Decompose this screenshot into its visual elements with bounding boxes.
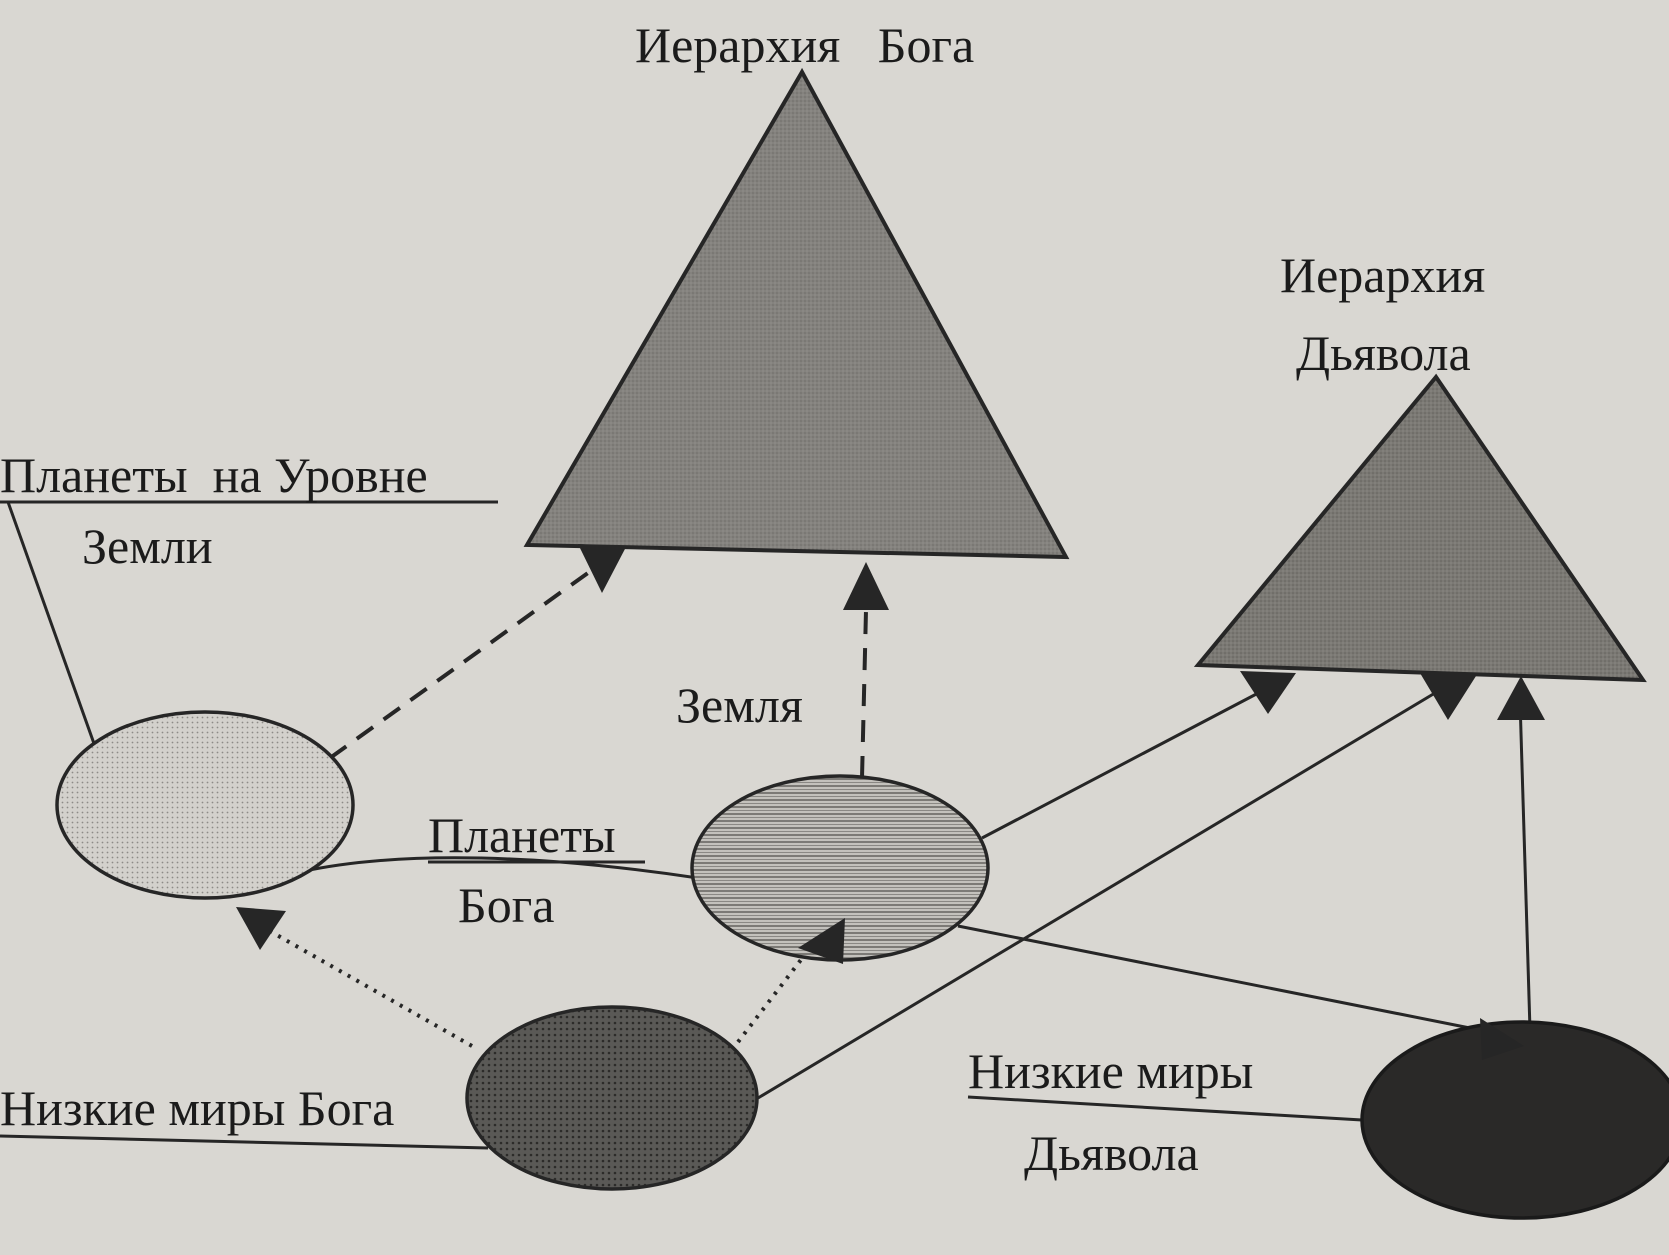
god-low-worlds-underline: [0, 1134, 489, 1150]
arrowhead-earth: [798, 918, 845, 964]
earth-level-planets-label-line1: Планеты на Уровне: [0, 447, 428, 503]
connector-earth-to-devil-low: [957, 924, 1481, 1032]
dashed-connector-earth-to-god: [860, 609, 868, 779]
connector-earth-to-devil: [981, 688, 1265, 840]
devil-low-worlds-underline: [967, 1095, 1363, 1122]
arrowhead-god-center: [843, 562, 889, 610]
god-hierarchy-label: Иерархия Бога: [635, 17, 974, 73]
god-planets-label-line1: Планеты: [428, 807, 616, 863]
devil-hierarchy-label-line1: Иерархия: [1280, 247, 1485, 303]
dotted-connector-god-low-to-earth: [736, 946, 812, 1044]
arrowhead-god-left: [578, 544, 626, 593]
god-low-worlds-ellipse: [465, 1005, 759, 1191]
arrowhead-devil-low: [1480, 1018, 1524, 1060]
god-hierarchy-triangle: [523, 67, 1070, 560]
god-low-worlds-label: Низкие миры Бога: [0, 1080, 394, 1136]
earth-label: Земля: [676, 677, 803, 733]
god-planets-label-line2: Бога: [458, 877, 554, 933]
dotted-connector-god-low-to-earth-level: [267, 928, 473, 1048]
earth-level-planets-ellipse: [55, 710, 355, 900]
arrowhead-devil-right: [1497, 676, 1545, 720]
arrowhead-devil-left: [1240, 671, 1296, 714]
devil-hierarchy-triangle: [1193, 373, 1647, 683]
earth-level-planets-label-line2: Земли: [82, 518, 213, 574]
devil-low-worlds-label-line1: Низкие миры: [968, 1043, 1253, 1099]
dashed-connector-earth-level-to-god: [328, 568, 594, 760]
arrowhead-earth-level: [236, 907, 286, 950]
earth-level-leader-line: [6, 501, 99, 753]
arrowhead-devil-middle: [1420, 673, 1476, 720]
devil-hierarchy-label-line2: Дьявола: [1296, 325, 1471, 381]
devil-low-worlds-label-line2: Дьявола: [1024, 1125, 1199, 1181]
connector-devil-low-to-devil: [1518, 699, 1532, 1031]
devil-low-worlds-ellipse: [1360, 1020, 1669, 1220]
connector-god-low-to-devil: [757, 688, 1441, 1100]
